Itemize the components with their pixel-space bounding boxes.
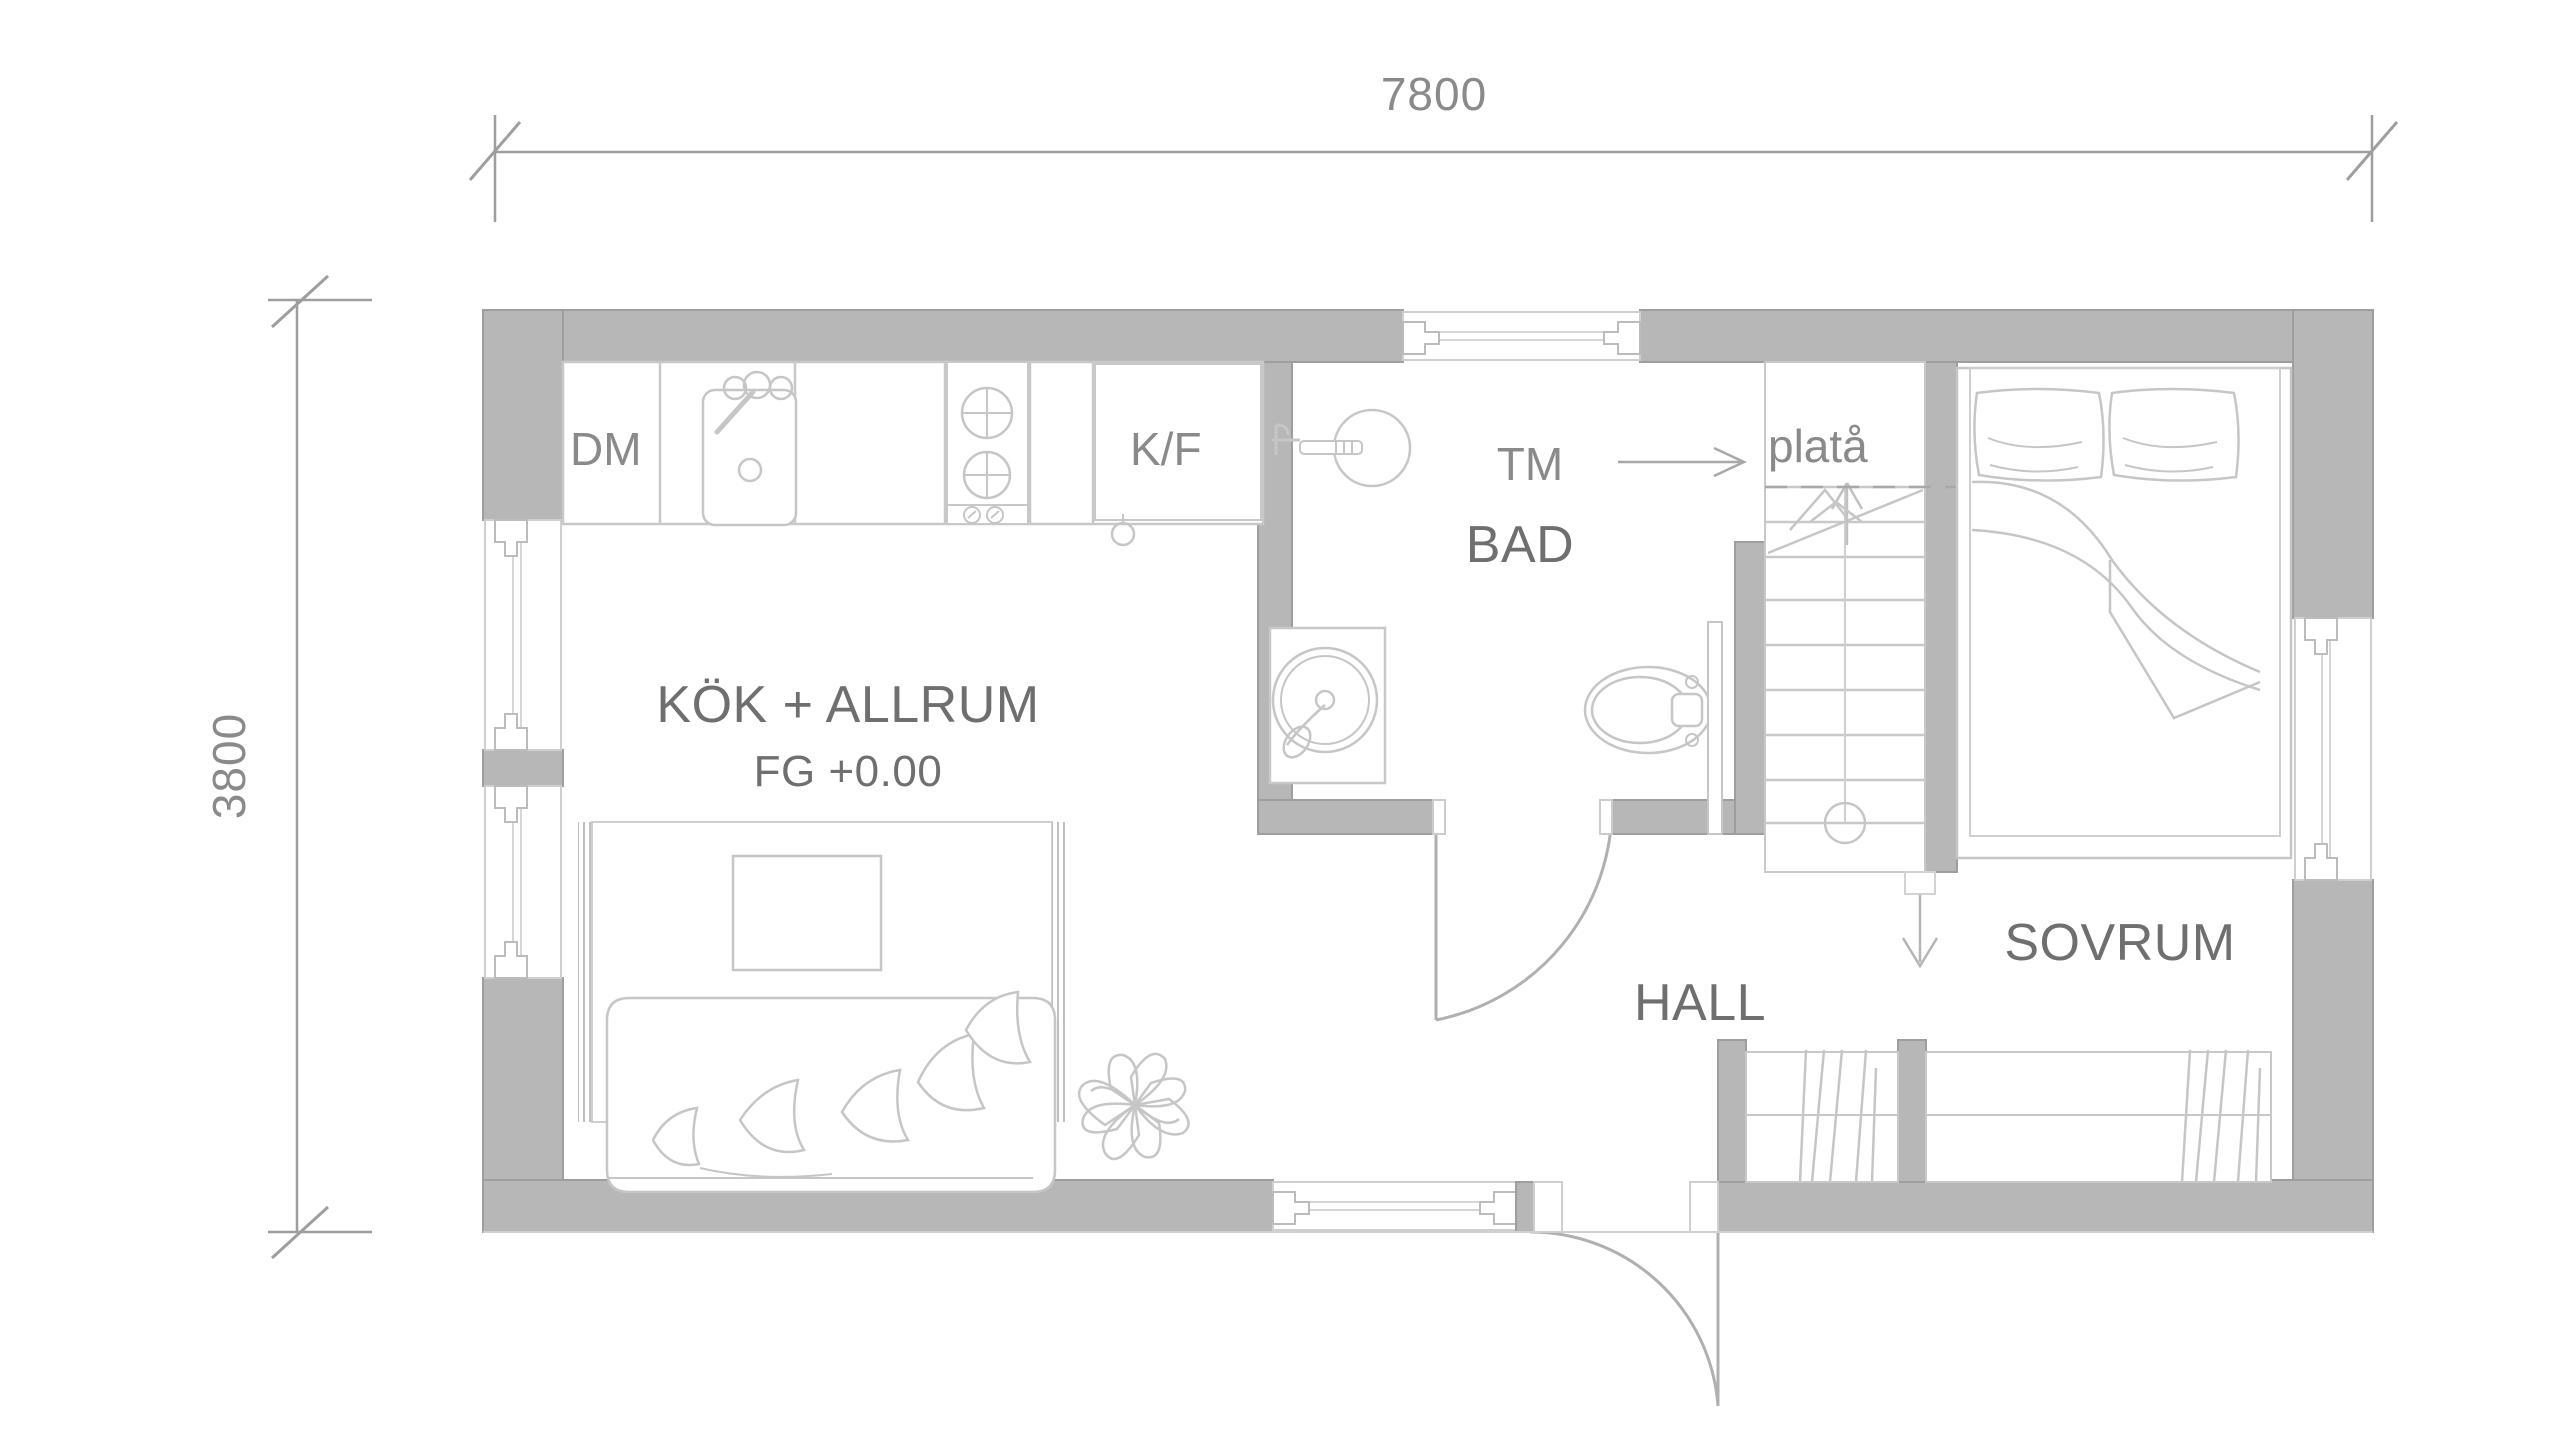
plata-label: platå [1768,420,1868,472]
shower-area [1268,626,1387,785]
room-label-hall: HALL [1634,974,1766,1032]
dimension-top-label: 7800 [1381,68,1487,120]
cooktop [946,361,1029,525]
window-right [2294,617,2372,881]
room-label-bad: BAD [1466,516,1574,574]
kitchen-sink [701,370,798,527]
sofa [605,990,1057,1194]
coffee-table [731,854,883,972]
bed [1955,366,2293,860]
fridge-freezer-unit [1094,363,1262,547]
dimension-top [468,115,2399,222]
wardrobe-left [1745,1049,1899,1183]
potted-plant [1077,1052,1190,1161]
room-label-sovrum: SOVRUM [2004,914,2235,972]
room-label-kok-allrum: KÖK + ALLRUM [656,676,1039,734]
dimension-left [268,274,372,1260]
tm-leader-arrow [1618,446,1747,478]
washbasin [1272,408,1412,488]
washing-machine-label: TM [1497,438,1563,490]
window-left-upper [484,519,562,751]
room-sublabel-fg: FG +0.00 [754,747,943,796]
window-left-lower [484,785,562,979]
dimension-left-label: 3800 [203,713,255,819]
window-top-left [1402,311,1641,361]
door-entrance [483,1181,2373,1407]
fridge-freezer-label: K/F [1130,423,1202,475]
wardrobe-right [1925,1049,2272,1183]
dishwasher-label: DM [570,423,642,475]
window-bottom [1272,1181,1517,1231]
stairs [1764,361,2293,969]
door-bathroom [1432,799,1614,1022]
toilet [1583,621,1723,835]
